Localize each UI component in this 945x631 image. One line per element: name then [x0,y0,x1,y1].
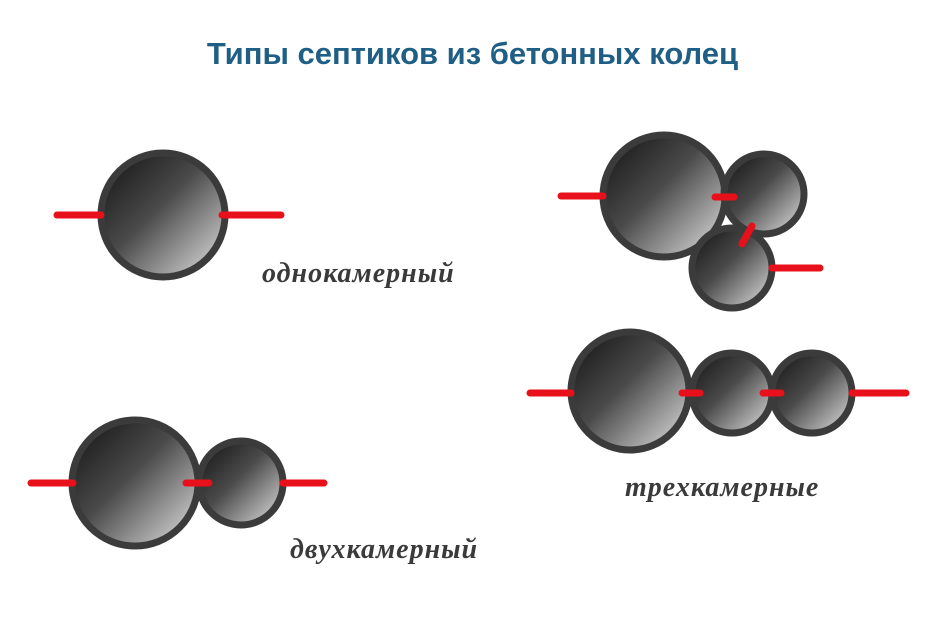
triple-chamber-inline-group: трехкамерные [526,328,910,503]
chamber-3 [688,224,776,312]
label-double-chamber: двухкамерный [290,534,478,565]
connector-pipe [738,222,756,248]
label-triple-chamber: трехкамерные [625,472,819,503]
chamber-2 [720,150,808,238]
double-chamber-group: двухкамерный [27,416,478,565]
page-title: Типы септиков из бетонных колец [206,36,739,71]
chamber-1 [567,328,693,454]
single-chamber-group: однокамерный [53,149,455,289]
label-single-chamber: однокамерный [262,258,455,289]
chamber-1 [97,149,229,281]
triple-chamber-triangle-group [557,131,824,312]
chamber-1 [68,416,202,550]
